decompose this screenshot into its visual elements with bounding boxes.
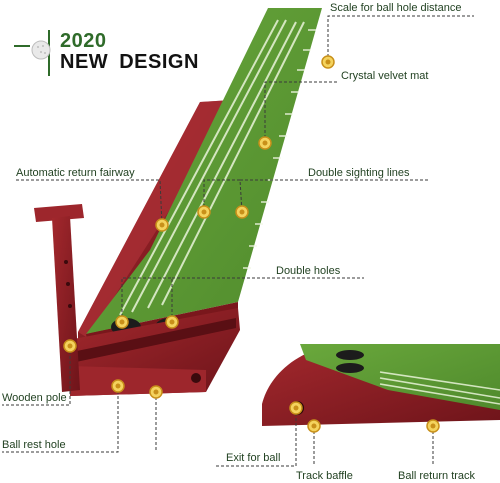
marker-rest-left-icon <box>111 379 125 393</box>
header-title: NEW DESIGN <box>60 51 199 73</box>
label-scale: Scale for ball hole distance <box>330 2 462 14</box>
label-auto-return: Automatic return fairway <box>16 167 135 179</box>
marker-hole-right-icon <box>165 315 179 329</box>
marker-fairway-icon <box>155 218 169 232</box>
golf-ball-icon <box>31 40 51 60</box>
scale-ticks <box>243 29 316 269</box>
rear-view-mat <box>262 344 500 426</box>
label-wooden-pole: Wooden pole <box>2 392 67 404</box>
label-ball-rest: Ball rest hole <box>2 439 66 451</box>
marker-rest-right-icon <box>149 385 163 399</box>
marker-exit-icon <box>289 401 303 415</box>
leader-lines <box>2 15 474 467</box>
label-double-holes: Double holes <box>276 265 341 277</box>
marker-scale-icon <box>321 55 335 69</box>
return-tray <box>68 308 240 396</box>
label-ball-return: Ball return track <box>398 470 476 482</box>
marker-sighting-left-icon <box>197 205 211 219</box>
marker-velvet-icon <box>258 136 272 150</box>
marker-return-track-icon <box>426 419 440 433</box>
rear-hole-top <box>336 350 364 360</box>
header-year: 2020 <box>60 30 107 52</box>
label-track-baffle: Track baffle <box>296 470 353 482</box>
exit-hole <box>191 373 201 383</box>
marker-hole-left-icon <box>115 315 129 329</box>
wooden-pole-illustration <box>34 204 84 392</box>
label-exit-ball: Exit for ball <box>226 452 281 464</box>
sighting-lines <box>119 19 305 316</box>
callout-markers <box>63 55 440 433</box>
rear-hole-bottom <box>336 363 364 373</box>
marker-sighting-right-icon <box>235 205 249 219</box>
rear-green-surface <box>300 344 500 410</box>
green-mat-surface <box>86 8 322 334</box>
marker-pole-icon <box>63 339 77 353</box>
marker-baffle-icon <box>307 419 321 433</box>
label-double-sighting: Double sighting lines <box>308 167 410 179</box>
label-crystal-velvet: Crystal velvet mat <box>341 70 429 82</box>
